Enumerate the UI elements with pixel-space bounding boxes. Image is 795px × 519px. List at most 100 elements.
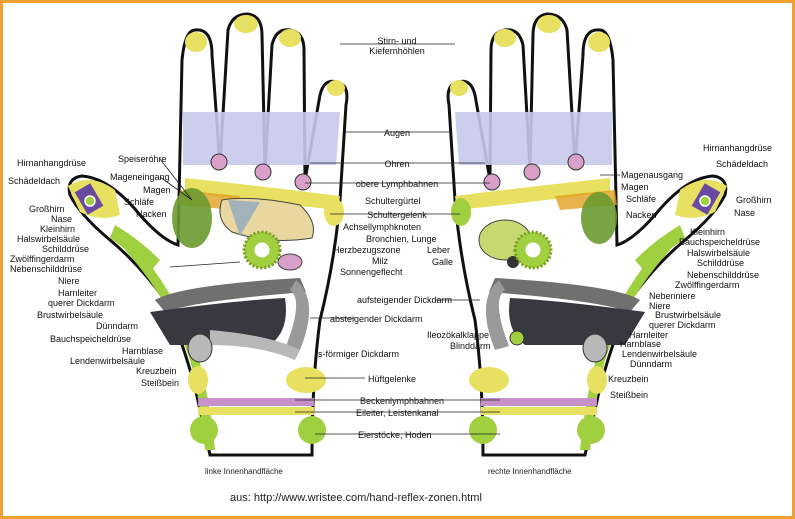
right-label-bladder: Harnblase <box>620 339 662 349</box>
left-sinus-zone-4 <box>327 80 345 96</box>
left-label-neck: Nacken <box>136 209 167 219</box>
left-bladder-zone <box>187 333 213 363</box>
left-sacrum-zone <box>188 366 208 394</box>
right-sinus-zone-3 <box>494 29 516 47</box>
left-ear-zone-1 <box>210 153 228 171</box>
left-label-thoracic-spine: Brustwirbelsäule <box>37 310 104 320</box>
label-hip-joints: Hüftgelenke <box>368 374 417 384</box>
left-small-intestine-zone <box>150 298 286 345</box>
caption-right-palm: rechte Innenhandfläche <box>488 467 572 476</box>
left-label-stomach-entrance: Mageneingang <box>110 172 170 182</box>
label-pelvic-lymph: Beckenlymphbahnen <box>360 396 445 406</box>
source-credit: aus: http://www.wristee.com/hand-reflex-… <box>230 492 482 504</box>
right-label-cerebrum: Großhirn <box>736 195 772 205</box>
right-ear-zone-3 <box>483 173 501 191</box>
right-label-thoracic-spine: Brustwirbelsäule <box>655 310 722 320</box>
right-label-ileocecal-valve: Ileozökalklappe <box>427 330 490 340</box>
right-sinus-zone-4 <box>450 80 468 96</box>
right-label-skull: Schädeldach <box>716 159 769 169</box>
right-label-thyroid: Schilddrüse <box>697 258 745 268</box>
left-pelvic-lymph-zone <box>198 398 314 406</box>
label-heart-zone: Herzbezugszone <box>333 245 401 255</box>
left-stomach-zone <box>172 188 212 248</box>
left-hand <box>67 12 349 457</box>
label-ovaries-testes: Eierstöcke, Hoden <box>358 430 432 440</box>
right-fallopian-zone <box>481 407 597 415</box>
right-label-cerebellum: Kleinhirn <box>690 227 726 237</box>
right-label-nose: Nase <box>734 208 756 218</box>
left-label-stomach: Magen <box>143 185 171 195</box>
left-label-esophagus: Speiseröhre <box>118 154 167 164</box>
left-ovary-zone-2 <box>298 416 326 444</box>
left-label-cerebrum: Großhirn <box>29 204 65 214</box>
right-ovary-zone-1 <box>577 416 605 444</box>
right-label-shoulder-girdle: Schultergürtel <box>365 196 421 206</box>
right-label-bronchi-lungs: Bronchien, Lunge <box>366 234 437 244</box>
right-pituitary-zone <box>699 195 711 207</box>
right-label-gallbladder: Galle <box>432 257 454 267</box>
left-ovary-zone-1 <box>190 416 218 444</box>
left-label-bladder: Harnblase <box>122 346 164 356</box>
label-axillary-lymph: Achsellymphknoten <box>343 222 422 232</box>
right-label-spleen: Milz <box>372 256 388 266</box>
left-label-transverse-colon: querer Dickdarm <box>48 298 115 308</box>
right-sinus-zone-1 <box>588 32 610 52</box>
left-label-small-intestine: Dünndarm <box>96 321 139 331</box>
label-sigmoid-colon: s-förmiger Dickdarm <box>318 349 400 359</box>
left-label-coccyx: Steißbein <box>141 378 180 388</box>
right-label-coccyx: Steißbein <box>610 390 649 400</box>
right-sacrum-zone <box>587 366 607 394</box>
left-ear-zone-3 <box>294 173 312 191</box>
right-label-transverse-colon: querer Dickdarm <box>649 320 716 330</box>
right-eyes-zone <box>455 112 612 165</box>
right-label-adrenal: Nebenniere <box>649 291 696 301</box>
right-label-temple: Schläfe <box>626 194 657 204</box>
left-transverse-colon-zone <box>155 278 306 312</box>
right-appendix-zone <box>509 330 525 346</box>
right-label-small-intestine: Dünndarm <box>630 359 673 369</box>
left-label-parathyroid: Nebenschilddrüse <box>10 264 83 274</box>
right-label-cervical-spine: Halswirbelsäule <box>687 248 751 258</box>
right-shoulder-joint-zone <box>451 198 471 226</box>
left-hip-zone <box>286 367 326 393</box>
right-label-pancreas: Bauchspeicheldrüse <box>679 237 761 247</box>
right-pelvic-lymph-zone <box>481 398 597 406</box>
right-ear-zone-2 <box>523 163 541 181</box>
right-bladder-zone <box>582 333 608 363</box>
left-label-lumbar-spine: Lendenwirbelsäule <box>70 356 146 366</box>
right-label-stomach-exit: Magenausgang <box>621 170 684 180</box>
label-ascending-colon: aufsteigender Dickdarm <box>357 295 453 305</box>
left-label-cerebellum: Kleinhirn <box>40 224 76 234</box>
label-sinuses-line1: Stirn- und <box>377 36 417 46</box>
left-label-pituitary: Hirnanhangdrüse <box>17 158 87 168</box>
right-label-ureter: Harnleiter <box>629 330 669 340</box>
left-label-pancreas: Bauchspeicheldrüse <box>50 334 132 344</box>
left-label-sacrum: Kreuzbein <box>136 366 177 376</box>
left-sinus-zone-2 <box>234 15 258 33</box>
left-label-thyroid: Schilddrüse <box>42 244 90 254</box>
label-upper-lymph: obere Lymphbahnen <box>355 179 439 189</box>
left-label-duodenum: Zwölffingerdarm <box>10 254 75 264</box>
label-sinuses-line2: Kiefernhöhlen <box>369 46 425 56</box>
label-eyes: Augen <box>383 128 411 138</box>
right-label-stomach: Magen <box>621 182 649 192</box>
label-shoulder-joint: Schultergelenk <box>367 210 427 220</box>
label-ears: Ohren <box>384 159 410 169</box>
label-fallopian-tube: Eileiter, Leistenkanal <box>356 408 439 418</box>
right-ascending-colon-zone <box>485 280 509 350</box>
left-sinus-zone-3 <box>279 29 301 47</box>
left-fallopian-zone <box>198 407 314 415</box>
label-descending-colon: absteigender Dickdarm <box>330 314 423 324</box>
right-label-neck: Nacken <box>626 210 657 220</box>
left-sigmoid-colon-zone <box>210 330 300 360</box>
right-hip-zone <box>469 367 509 393</box>
left-label-ureter: Harnleiter <box>58 288 98 298</box>
right-sinus-zone-2 <box>537 15 561 33</box>
right-stomach-zone <box>581 192 617 244</box>
right-small-intestine-zone <box>509 298 645 345</box>
left-label-kidney: Niere <box>58 276 80 286</box>
left-pituitary-zone <box>84 195 96 207</box>
left-trachea-zone <box>228 200 260 236</box>
left-label-nose: Nase <box>51 214 73 224</box>
